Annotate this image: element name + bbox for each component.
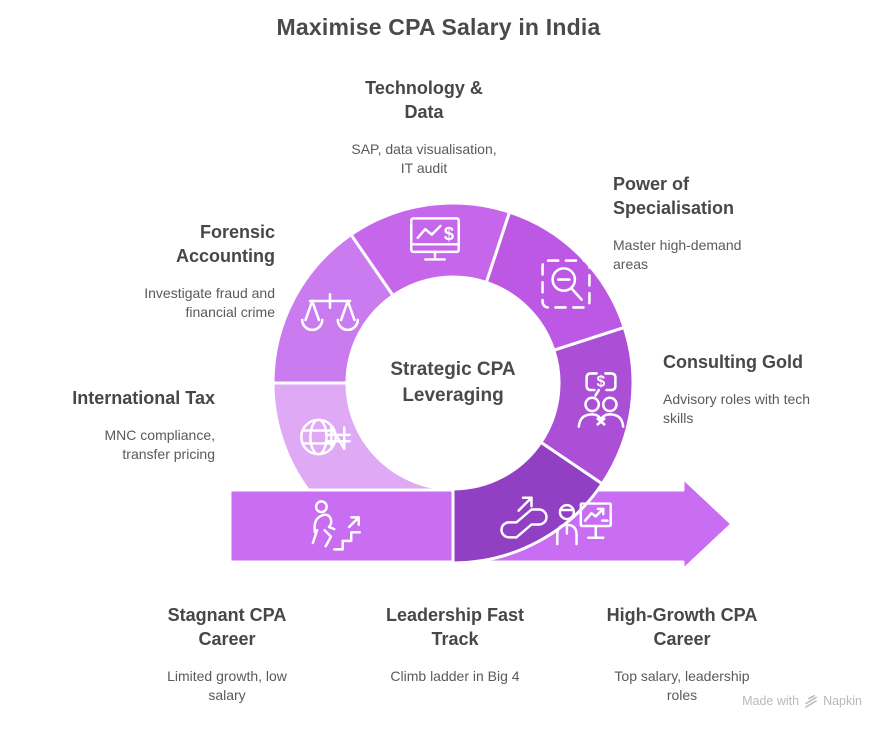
ring-segment-forensic (271, 233, 395, 385)
escalator-icon (494, 489, 554, 545)
label-specialisation: Power of Specialisation Master high-dema… (613, 172, 813, 273)
label-stagnant: Stagnant CPA Career Limited growth, low … (117, 603, 337, 704)
label-technology: Technology & Data SAP, data visualisatio… (304, 76, 544, 177)
monitor-chart-icon: $ (404, 213, 466, 267)
label-high-growth-heading: High-Growth CPA Career (606, 605, 758, 649)
label-leadership: Leadership Fast Track Climb ladder in Bi… (345, 603, 565, 686)
label-technology-description: SAP, data visualisation, IT audit (351, 141, 497, 176)
magnifier-icon (537, 255, 595, 313)
page-title: Maximise CPA Salary in India (276, 14, 601, 40)
label-specialisation-description: Master high-demand areas (613, 237, 742, 272)
person-stairs-icon (299, 498, 363, 556)
label-stagnant-description: Limited growth, low salary (167, 668, 287, 703)
label-forensic-description: Investigate fraud and financial crime (144, 285, 275, 320)
label-technology-heading: Technology & Data (365, 78, 483, 122)
label-high-growth: High-Growth CPA Career Top salary, leade… (567, 603, 797, 704)
label-stagnant-heading: Stagnant CPA Career (167, 605, 287, 649)
scales-icon (301, 291, 359, 341)
watermark-brand: Napkin (823, 694, 862, 708)
label-consulting-description: Advisory roles with tech skills (663, 391, 811, 426)
label-leadership-description: Climb ladder in Big 4 (390, 668, 520, 684)
label-international-tax-description: MNC compliance, transfer pricing (104, 427, 215, 462)
label-international-tax: International Tax MNC compliance, transf… (15, 386, 215, 463)
napkin-logo-icon (805, 694, 817, 708)
label-high-growth-description: Top salary, leadership roles (614, 668, 750, 703)
globe-currency-icon (297, 412, 355, 462)
label-consulting-heading: Consulting Gold (663, 352, 803, 372)
diagram-center-label: Strategic CPA Leveraging (390, 359, 516, 406)
people-dollar-icon: $ (570, 370, 632, 430)
label-forensic: Forensic Accounting Investigate fraud an… (55, 220, 275, 321)
svg-text:$: $ (444, 223, 454, 244)
svg-text:$: $ (597, 374, 606, 391)
label-international-tax-heading: International Tax (72, 388, 215, 408)
label-leadership-heading: Leadership Fast Track (385, 605, 525, 649)
watermark-prefix: Made with (742, 694, 800, 708)
watermark: Made with Napkin (742, 694, 862, 708)
label-consulting: Consulting Gold Advisory roles with tech… (663, 350, 863, 427)
presenter-chart-icon (553, 499, 615, 553)
label-specialisation-heading: Power of Specialisation (613, 174, 735, 218)
label-forensic-heading: Forensic Accounting (176, 222, 275, 266)
